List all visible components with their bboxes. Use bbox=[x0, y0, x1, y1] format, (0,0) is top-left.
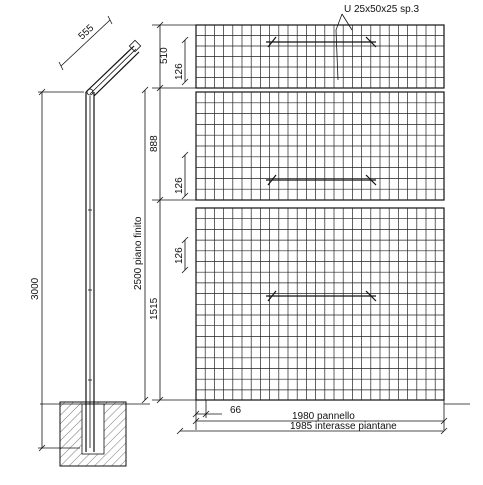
profile-label: U 25x50x25 sp.3 bbox=[344, 4, 419, 15]
offset-label: 66 bbox=[230, 405, 242, 416]
panel-braces bbox=[266, 36, 377, 302]
foundation bbox=[40, 401, 150, 467]
panel-bottom-height-label: 1515 bbox=[149, 297, 160, 320]
panel-top bbox=[195, 24, 445, 89]
post-spacing-label: 1985 interasse piantane bbox=[290, 421, 397, 432]
post-height-label: 3000 bbox=[30, 277, 41, 300]
inclined-arm bbox=[85, 39, 142, 97]
mesh-bottom-label: 126 bbox=[174, 247, 185, 264]
panel-middle bbox=[195, 91, 445, 201]
panel-width-label: 1980 pannello bbox=[292, 411, 355, 422]
panel-mid-height-label: 888 bbox=[149, 135, 160, 152]
panel-bottom bbox=[195, 207, 445, 401]
mesh-top-label: 126 bbox=[174, 63, 185, 80]
profile-leader: U 25x50x25 sp.3 bbox=[335, 4, 419, 81]
panel-height-dimensions: 510 888 1515 2500 piano finito 126 126 1… bbox=[133, 21, 196, 404]
dimension-post-height: 3000 bbox=[30, 88, 84, 452]
arm-length-label: 555 bbox=[77, 22, 97, 42]
mesh-mid-label: 126 bbox=[174, 177, 185, 194]
bottom-dimensions: 66 1980 pannello 1985 interasse piantane bbox=[176, 400, 470, 435]
finished-level-label: 2500 piano finito bbox=[133, 216, 144, 290]
post-side-view bbox=[85, 88, 95, 452]
panel-top-height-label: 510 bbox=[159, 47, 170, 64]
dimension-arm: 555 bbox=[58, 15, 113, 71]
